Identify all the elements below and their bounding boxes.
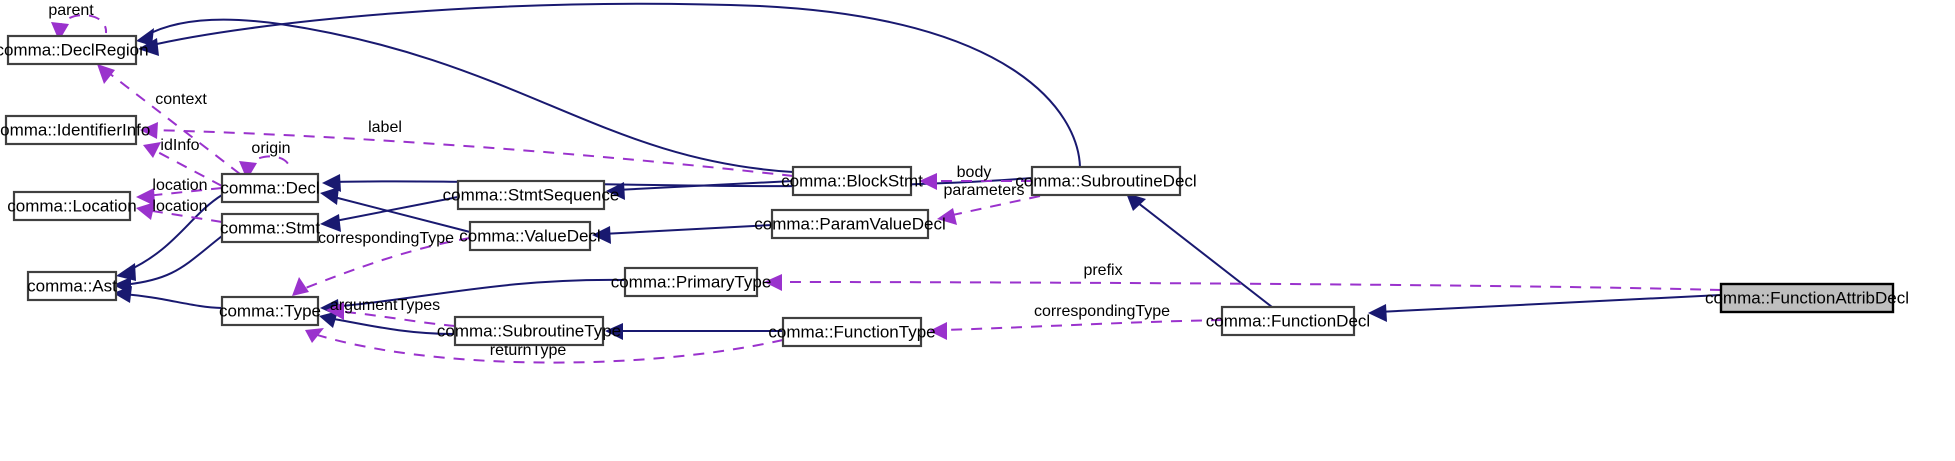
edge-valuedecl-decl [329, 195, 471, 233]
arrowhead-functiondecl-subroutinedecl [1126, 193, 1146, 211]
arrowhead-subroutinetype-type-argumenttypes [326, 302, 344, 320]
arrowhead-subroutinedecl-decl [322, 174, 341, 192]
arrowhead-blockstmt-stmtsequence [606, 182, 625, 200]
edge-subroutinetype-type [327, 317, 456, 335]
node-blockstmt[interactable]: comma::BlockStmt [781, 165, 923, 197]
edge-functionattribdecl-functiondecl [1377, 294, 1722, 313]
arrowhead-decl-declregion-context [97, 64, 115, 84]
edge-subroutinedecl-declregion [147, 2, 1081, 168]
edge-decl-identifierinfo-idinfo [151, 148, 223, 187]
arrowhead-blockstmt-identifierinfo-label [140, 122, 158, 139]
arrowhead-subroutinetype-type [319, 311, 338, 328]
node-functiondecl[interactable]: comma::FunctionDecl [1206, 305, 1370, 337]
edge-label-parameters: parameters [944, 182, 1025, 199]
edge-stmt-location-bottom [145, 209, 223, 223]
edge-label-body: body [957, 164, 992, 181]
edge-decl-ast [124, 194, 223, 273]
arrowhead-stmt-location-bottom [136, 202, 155, 220]
node-functiontype[interactable]: comma::FunctionType [768, 316, 936, 348]
arrowhead-functiontype-type-returntype [305, 328, 324, 343]
edge-valuedecl-type-correspondingtype [299, 237, 471, 291]
edge-blockstmt-declregion [144, 18, 794, 173]
node-stmt[interactable]: comma::Stmt [220, 212, 320, 244]
node-subroutinedecl[interactable]: comma::SubroutineDecl [1015, 165, 1197, 197]
edge-primarytype-type [329, 278, 626, 308]
edge-type-ast [121, 293, 223, 309]
arrowhead-paramvaluedecl-valuedecl [592, 226, 611, 244]
arrowhead-subroutinedecl-declregion2 [138, 38, 159, 56]
node-ast[interactable]: comma::Ast [26, 270, 117, 302]
edge-decl-location-top [145, 187, 223, 197]
node-valuedecl[interactable]: comma::ValueDecl [459, 220, 601, 252]
arrowhead-functionattribdecl-functiondecl [1368, 304, 1387, 322]
edge-label-prefix: prefix [1083, 262, 1122, 279]
inheritance-edges [113, 2, 1722, 340]
node-identifierinfo[interactable]: comma::IdentifierInfo [0, 114, 150, 146]
node-paramvaluedecl[interactable]: comma::ParamValueDecl [754, 208, 946, 240]
arrowhead-decl-location-top [136, 188, 155, 206]
edge-label-origin: origin [251, 140, 290, 157]
edge-label-context: context [155, 91, 207, 108]
edge-functiondecl-functiontype-correspondingtype [939, 319, 1223, 331]
node-declregion[interactable]: comma::DeclRegion [0, 34, 149, 66]
arrowhead-stmtsequence-stmt [320, 214, 341, 232]
edge-label-idinfo: idInfo [160, 137, 199, 154]
arrowhead-decl-ast [116, 263, 136, 281]
edge-subroutinedecl-paramvaluedecl-parameters [947, 195, 1041, 217]
usage-edges [51, 14, 1722, 364]
arrowhead-decl-identifierinfo-idinfo [143, 142, 161, 158]
edge-stmtsequence-stmt [329, 196, 459, 223]
edge-label-correspondingtype-2: correspondingType [1034, 303, 1170, 320]
arrowhead-functionattribdecl-primarytype-prefix [764, 274, 782, 291]
node-stmtsequence[interactable]: comma::StmtSequence [443, 179, 620, 211]
edge-blockstmt-identifierinfo-label [149, 129, 794, 177]
node-subroutinetype[interactable]: comma::SubroutineType [437, 315, 621, 347]
edge-stmt-ast [121, 235, 223, 286]
arrowhead-decl-origin [239, 161, 257, 180]
arrowhead-valuedecl-decl [320, 187, 339, 205]
edge-decl-declregion-context [104, 69, 241, 175]
arrowhead-subroutinedecl-paramvaluedecl-parameters [937, 208, 957, 225]
node-functionattribdecl[interactable]: comma::FunctionAttribDecl [1705, 282, 1909, 314]
node-primarytype[interactable]: comma::PrimaryType [611, 266, 772, 298]
node-location[interactable]: comma::Location [7, 190, 137, 222]
node-decl[interactable]: comma::Decl [220, 172, 320, 204]
edge-subroutinetype-type-argumenttypes [335, 310, 456, 327]
node-type[interactable]: comma::Type [219, 295, 321, 327]
arrowhead-type-ast [113, 286, 132, 303]
edge-paramvaluedecl-valuedecl [601, 224, 773, 235]
arrowhead-subroutinedecl-blockstmt-body [919, 173, 937, 190]
arrowhead-valuedecl-type-correspondingtype [292, 277, 309, 296]
arrowhead-functiondecl-functiontype-correspondingtype [929, 322, 947, 340]
edge-functiontype-type-returntype [313, 333, 784, 364]
edge-label-correspondingtype-1: correspondingType [318, 230, 454, 247]
arrowhead-declregion-parent [51, 22, 69, 41]
arrowhead-blockstmt-declregion [136, 28, 154, 46]
arrowhead-functiontype-subroutinetype [605, 323, 623, 340]
edge-functiondecl-subroutinedecl [1132, 198, 1273, 308]
edge-label-label: label [368, 119, 402, 136]
